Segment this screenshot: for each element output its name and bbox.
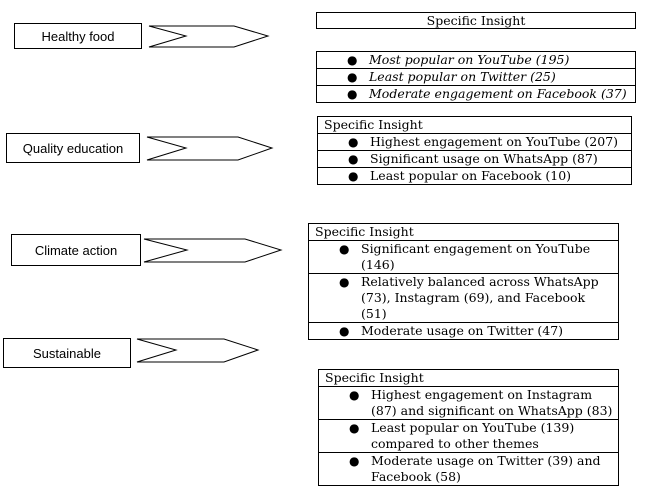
chevron-arrow-icon [146, 136, 274, 162]
theme-label-quality-education: Quality education [6, 133, 140, 163]
insight-item: ●Most popular on YouTube (195) [317, 52, 635, 69]
insight-item: ●Relatively balanced across WhatsApp (73… [309, 274, 618, 323]
insight-item: ●Least popular on Facebook (10) [348, 168, 572, 183]
insight-item: ●Highest engagement on Instagram (87) an… [319, 387, 618, 420]
chevron-arrow-icon [136, 338, 260, 364]
theme-label-text: Climate action [34, 242, 118, 258]
insight-header: Specific Insight [426, 13, 526, 28]
chevron-arrow-icon [143, 238, 283, 264]
insight-header-box: Specific Insight [316, 12, 636, 29]
insight-list-climate-action: Specific Insight ●Significant engagement… [308, 223, 619, 340]
insight-item: ●Moderate usage on Twitter (39) and Face… [349, 453, 601, 484]
theme-label-text: Healthy food [41, 28, 115, 44]
insight-list-sustainable: Specific Insight ●Highest engagement on … [318, 369, 619, 486]
theme-label-climate-action: Climate action [11, 234, 141, 266]
insight-header: Specific Insight [319, 370, 618, 387]
theme-label-text: Sustainable [33, 345, 101, 361]
chevron-arrow-icon [148, 25, 270, 49]
insight-item: ●Least popular on YouTube (139) compared… [319, 420, 618, 453]
insight-item: ●Significant usage on WhatsApp (87) [318, 151, 631, 168]
insight-header: Specific Insight [318, 117, 631, 134]
insight-item: ●Least popular on Twitter (25) [317, 69, 635, 86]
insight-list-quality-education: Specific Insight ●Highest engagement on … [317, 116, 632, 185]
insight-header: Specific Insight [309, 224, 618, 241]
theme-label-sustainable: Sustainable [3, 338, 131, 368]
insight-list-healthy-food: ●Most popular on YouTube (195) ●Least po… [316, 51, 636, 103]
theme-label-text: Quality education [22, 140, 124, 156]
insight-item: ●Moderate usage on Twitter (47) [339, 323, 564, 338]
insight-item: ●Highest engagement on YouTube (207) [318, 134, 631, 151]
insight-item: ●Significant engagement on YouTube (146) [309, 241, 618, 274]
theme-label-healthy-food: Healthy food [14, 23, 142, 49]
insight-item: ●Moderate engagement on Facebook (37) [347, 86, 627, 101]
